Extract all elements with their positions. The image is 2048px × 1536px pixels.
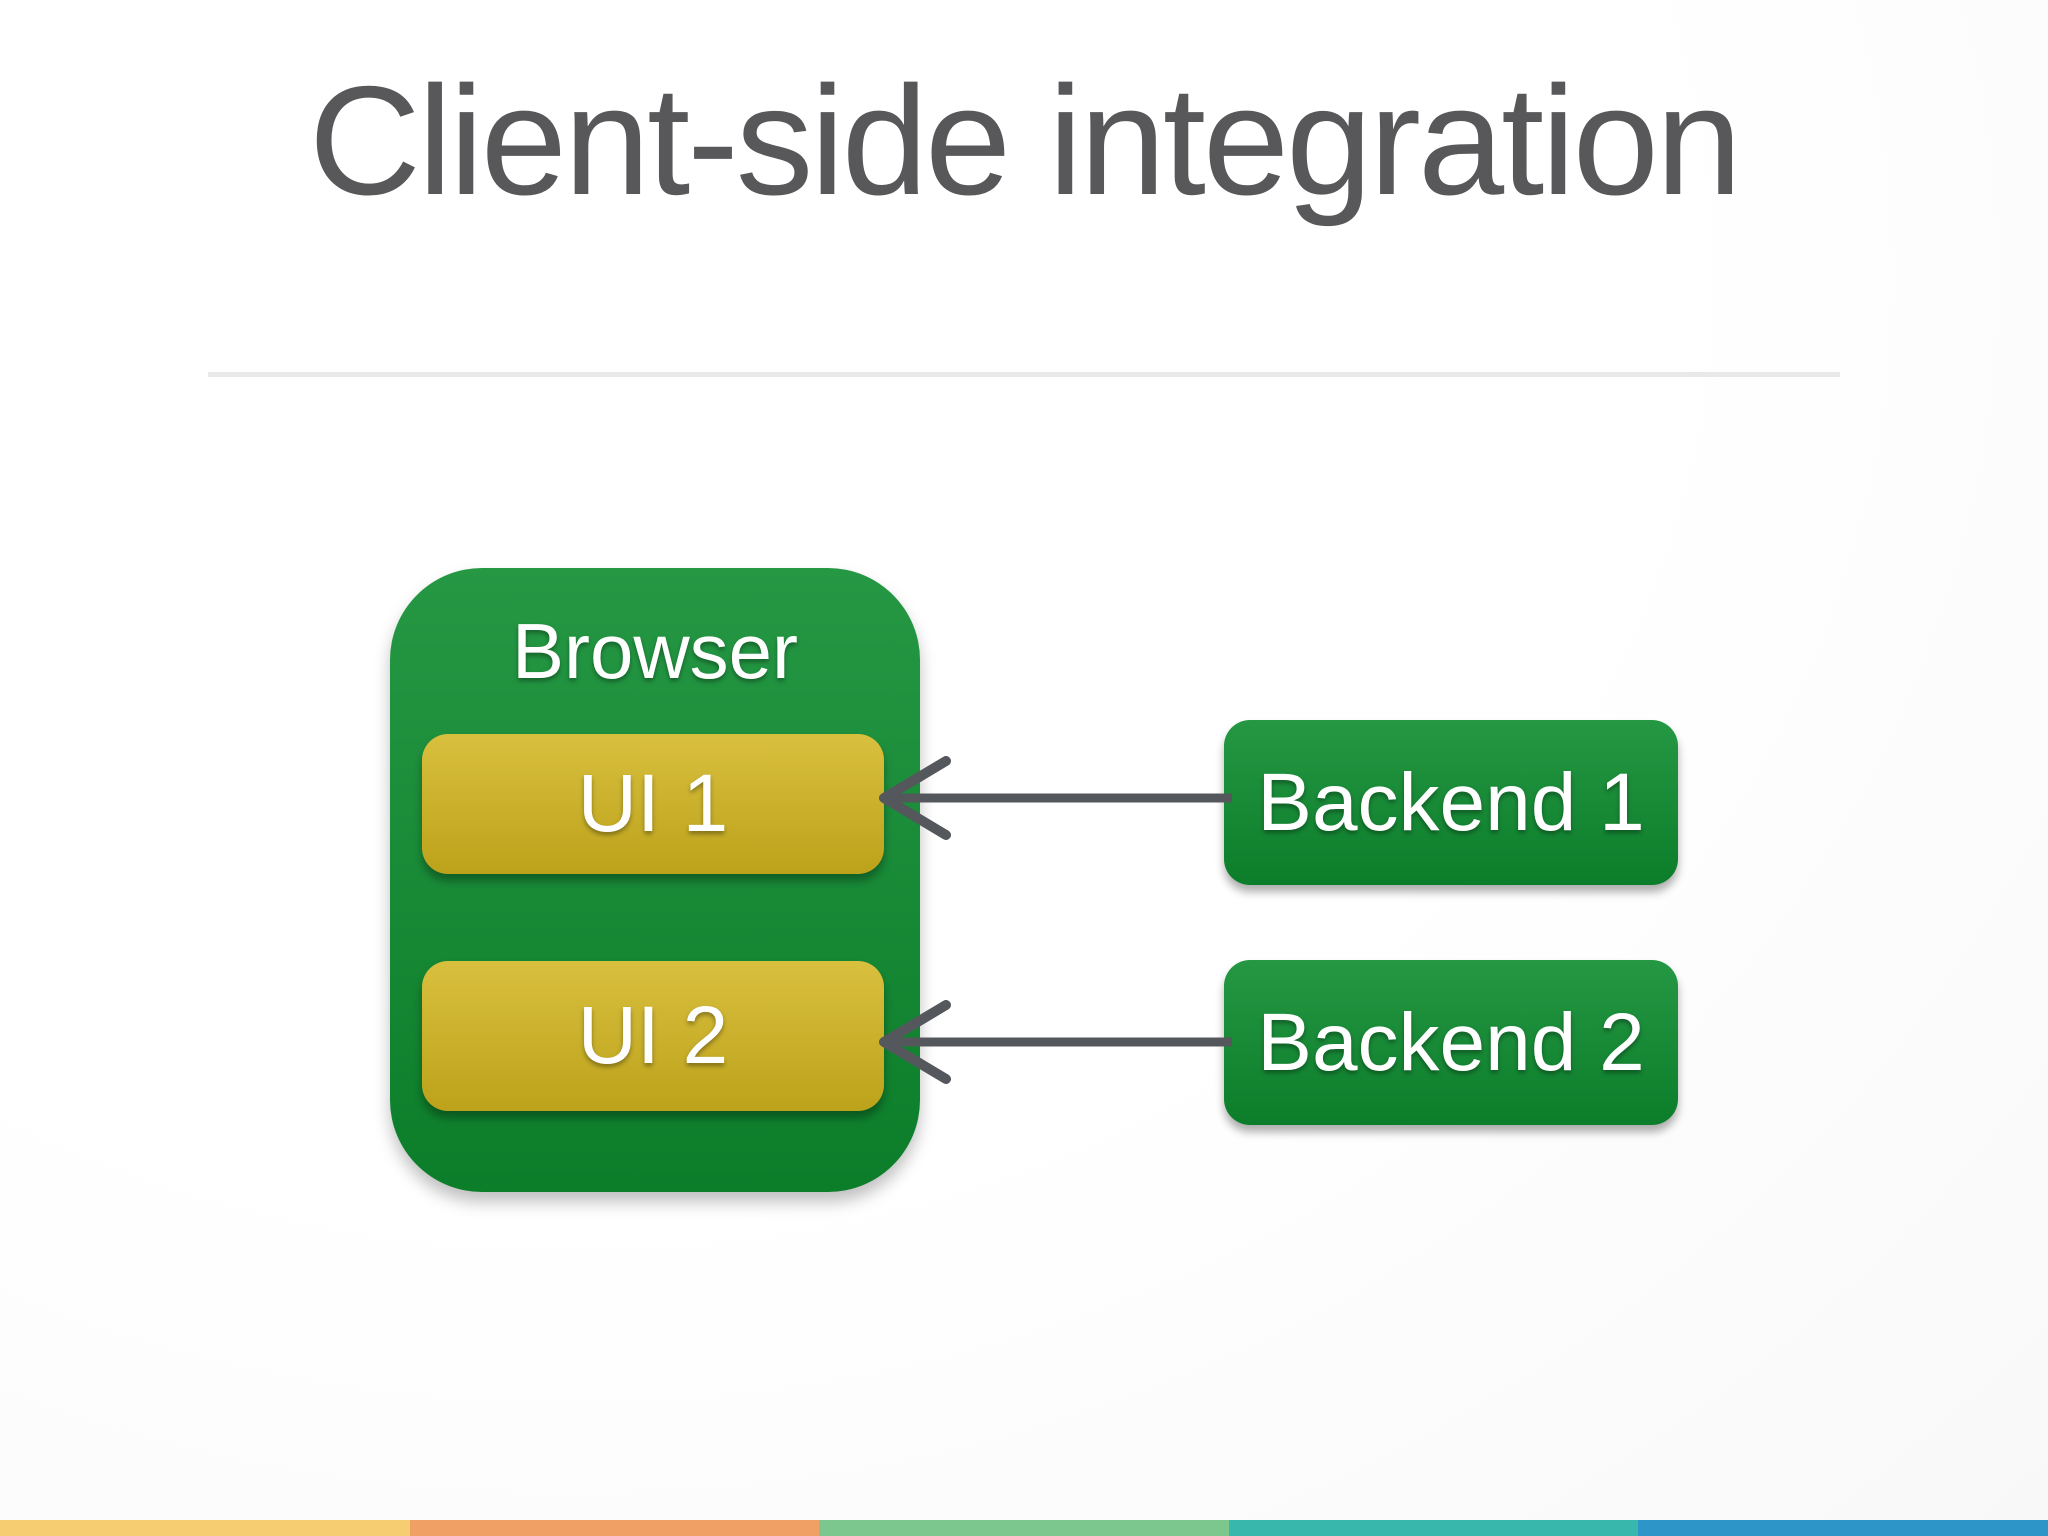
- node-ui-2: UI 2: [422, 961, 884, 1111]
- node-backend-1-label: Backend 1: [1257, 756, 1645, 848]
- node-backend-1: Backend 1: [1224, 720, 1678, 885]
- slide-title: Client-side integration: [308, 54, 1742, 227]
- arrow-backend1-to-ui1: [879, 756, 1232, 840]
- title-divider: [208, 372, 1840, 377]
- node-browser-label-area: Browser: [390, 568, 920, 734]
- node-browser-label: Browser: [511, 607, 799, 695]
- arrow-backend2-to-ui2: [879, 1000, 1232, 1084]
- node-ui-2-label: UI 2: [577, 990, 729, 1081]
- stripe-segment: [1228, 1520, 1639, 1536]
- footer-color-stripe: [0, 1520, 2048, 1536]
- node-backend-2: Backend 2: [1224, 960, 1678, 1125]
- node-backend-2-label: Backend 2: [1257, 996, 1645, 1088]
- node-ui-1: UI 1: [422, 734, 884, 874]
- stripe-segment: [1638, 1520, 2048, 1536]
- node-browser: Browser UI 1 UI 2: [390, 568, 920, 1192]
- stripe-segment: [0, 1520, 410, 1536]
- stripe-segment: [819, 1520, 1229, 1536]
- node-ui-1-label: UI 1: [577, 758, 729, 849]
- stripe-segment: [409, 1520, 820, 1536]
